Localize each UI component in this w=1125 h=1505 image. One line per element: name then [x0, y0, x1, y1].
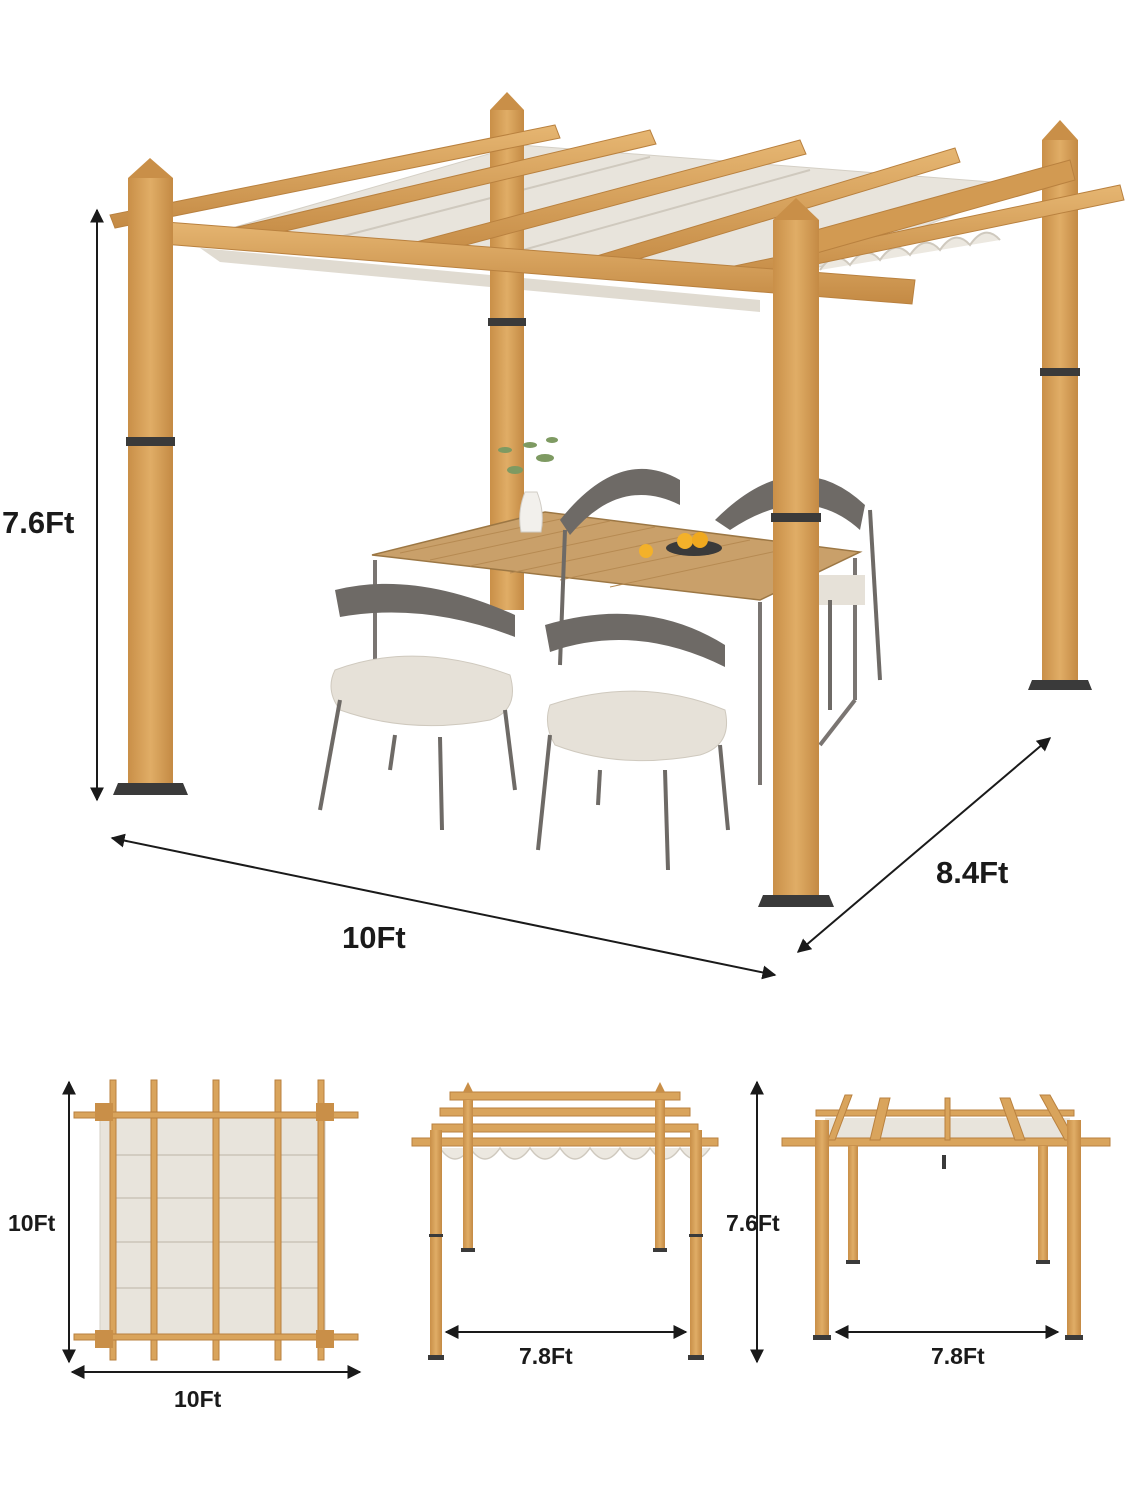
bracket — [126, 437, 175, 446]
chair-front-left — [318, 583, 517, 831]
bracket — [771, 513, 821, 522]
front-view-height-label: 7.6Ft — [726, 1210, 780, 1236]
post-cap-back-left — [490, 92, 524, 110]
roof-beams — [109, 124, 1125, 305]
dining-table — [371, 437, 863, 785]
plant-leaves — [498, 437, 558, 474]
main-height-label: 7.6Ft — [2, 505, 75, 540]
side-view-span-label: 7.8Ft — [931, 1343, 985, 1369]
depth-dimension-arrow — [796, 737, 1052, 953]
post-front-left — [128, 178, 173, 783]
main-depth-label: 8.4Ft — [936, 855, 1009, 890]
post-back-right — [1042, 140, 1078, 680]
vase — [519, 491, 543, 533]
chair-front-right — [536, 613, 730, 871]
base-plate — [758, 895, 834, 907]
front-view-scallops — [439, 1146, 711, 1160]
main-pergola-view — [90, 92, 1125, 980]
bracket — [488, 318, 526, 326]
post-cap-front-right — [773, 198, 819, 220]
front-view-rafters — [411, 1091, 719, 1147]
main-width-label: 10Ft — [342, 920, 406, 955]
front-view — [411, 1080, 764, 1364]
top-view — [62, 1079, 362, 1379]
base-plate — [1028, 680, 1092, 690]
top-view-rafters — [73, 1079, 359, 1361]
canopy-scallops — [819, 231, 1001, 271]
canopy-underside — [200, 248, 760, 312]
front-view-span-label: 7.8Ft — [519, 1343, 573, 1369]
top-view-side-label: 10Ft — [8, 1210, 56, 1236]
post-cap-front-left — [128, 158, 173, 178]
width-dimension-arrow — [110, 833, 777, 980]
table-top — [371, 511, 863, 601]
side-view-rafters — [781, 1094, 1111, 1147]
base-plate — [113, 783, 188, 795]
bracket — [1040, 368, 1080, 376]
post-front-right — [773, 220, 819, 895]
top-view-bottom-label: 10Ft — [174, 1386, 222, 1412]
side-view — [781, 1094, 1111, 1340]
post-cap-back-right — [1042, 120, 1078, 140]
